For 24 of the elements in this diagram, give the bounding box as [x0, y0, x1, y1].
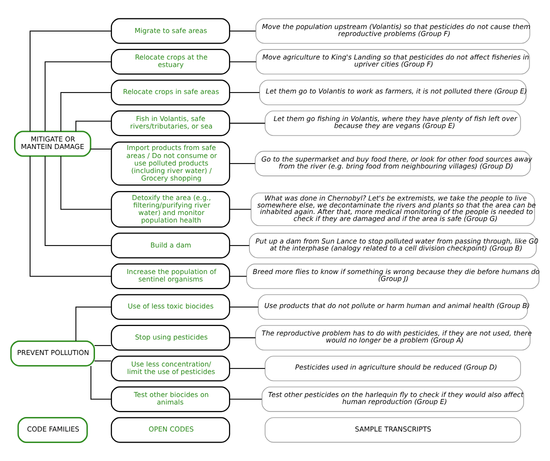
connector — [94, 360, 112, 362]
connector — [229, 208, 252, 210]
connector — [229, 245, 250, 246]
connector — [30, 156, 112, 277]
connector — [75, 120, 112, 132]
connector — [229, 368, 266, 369]
connector — [94, 345, 112, 346]
connector — [90, 148, 112, 150]
connector — [60, 92, 112, 132]
connector — [229, 30, 256, 32]
connector — [90, 366, 112, 400]
connector — [229, 61, 257, 62]
connector — [44, 156, 112, 246]
connector — [229, 306, 259, 308]
connector — [60, 156, 112, 210]
connector — [229, 276, 247, 277]
connector — [229, 398, 262, 400]
connector — [229, 163, 256, 164]
connector — [229, 337, 256, 338]
connector — [75, 306, 112, 342]
connector — [44, 61, 112, 132]
connector — [30, 30, 112, 132]
connector — [229, 92, 260, 93]
connector — [229, 122, 266, 124]
